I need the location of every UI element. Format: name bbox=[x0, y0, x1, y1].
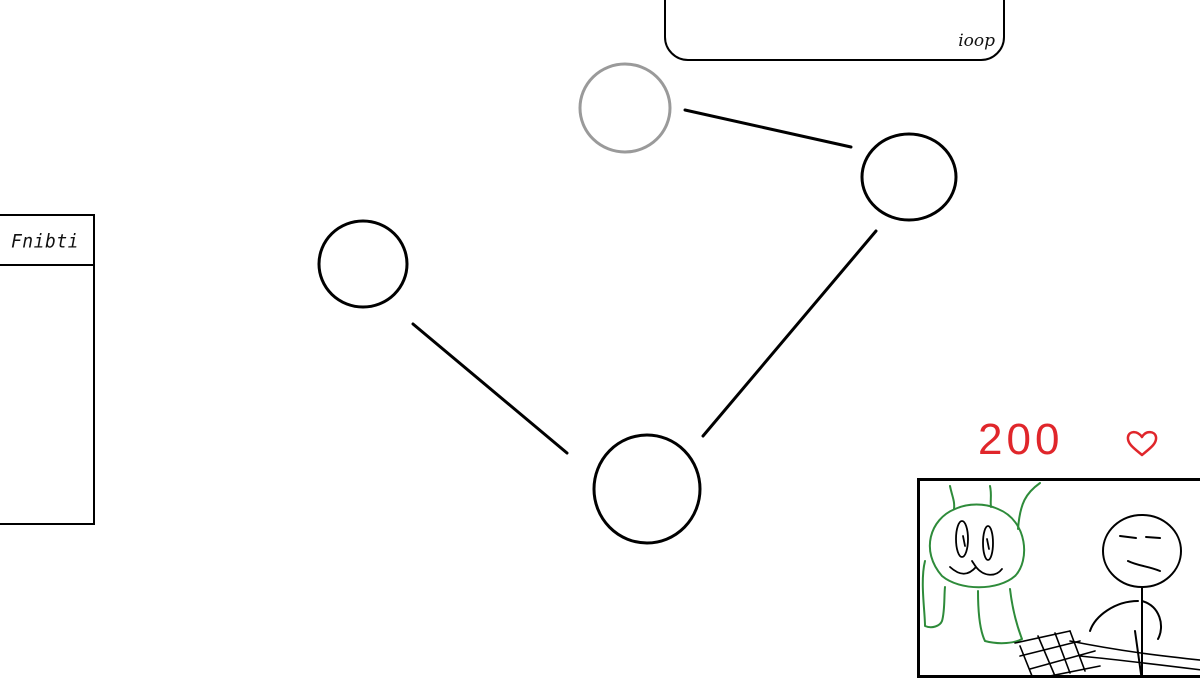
stick-figure bbox=[1089, 514, 1182, 675]
edge-a-b bbox=[683, 108, 853, 149]
portrait-drawing bbox=[921, 482, 1200, 675]
score-counter: 200 bbox=[978, 415, 1064, 464]
top-panel: ioop bbox=[664, 0, 1005, 61]
heart-icon bbox=[1126, 430, 1158, 457]
map-node[interactable] bbox=[592, 433, 702, 545]
table-grid bbox=[1014, 630, 1200, 675]
creature-face bbox=[949, 520, 1003, 576]
side-panel: Fnibti bbox=[0, 214, 95, 525]
edge-c-d bbox=[411, 322, 569, 455]
map-node-inactive[interactable] bbox=[578, 62, 672, 154]
map-node[interactable] bbox=[860, 132, 958, 222]
character-portrait bbox=[917, 478, 1200, 678]
side-panel-header: Fnibti bbox=[0, 216, 93, 266]
map-node[interactable] bbox=[317, 219, 409, 309]
side-panel-title: Fnibti bbox=[10, 230, 79, 253]
top-panel-label: ioop bbox=[958, 31, 995, 51]
edge-b-d bbox=[701, 229, 878, 438]
creature-figure bbox=[921, 482, 1041, 645]
